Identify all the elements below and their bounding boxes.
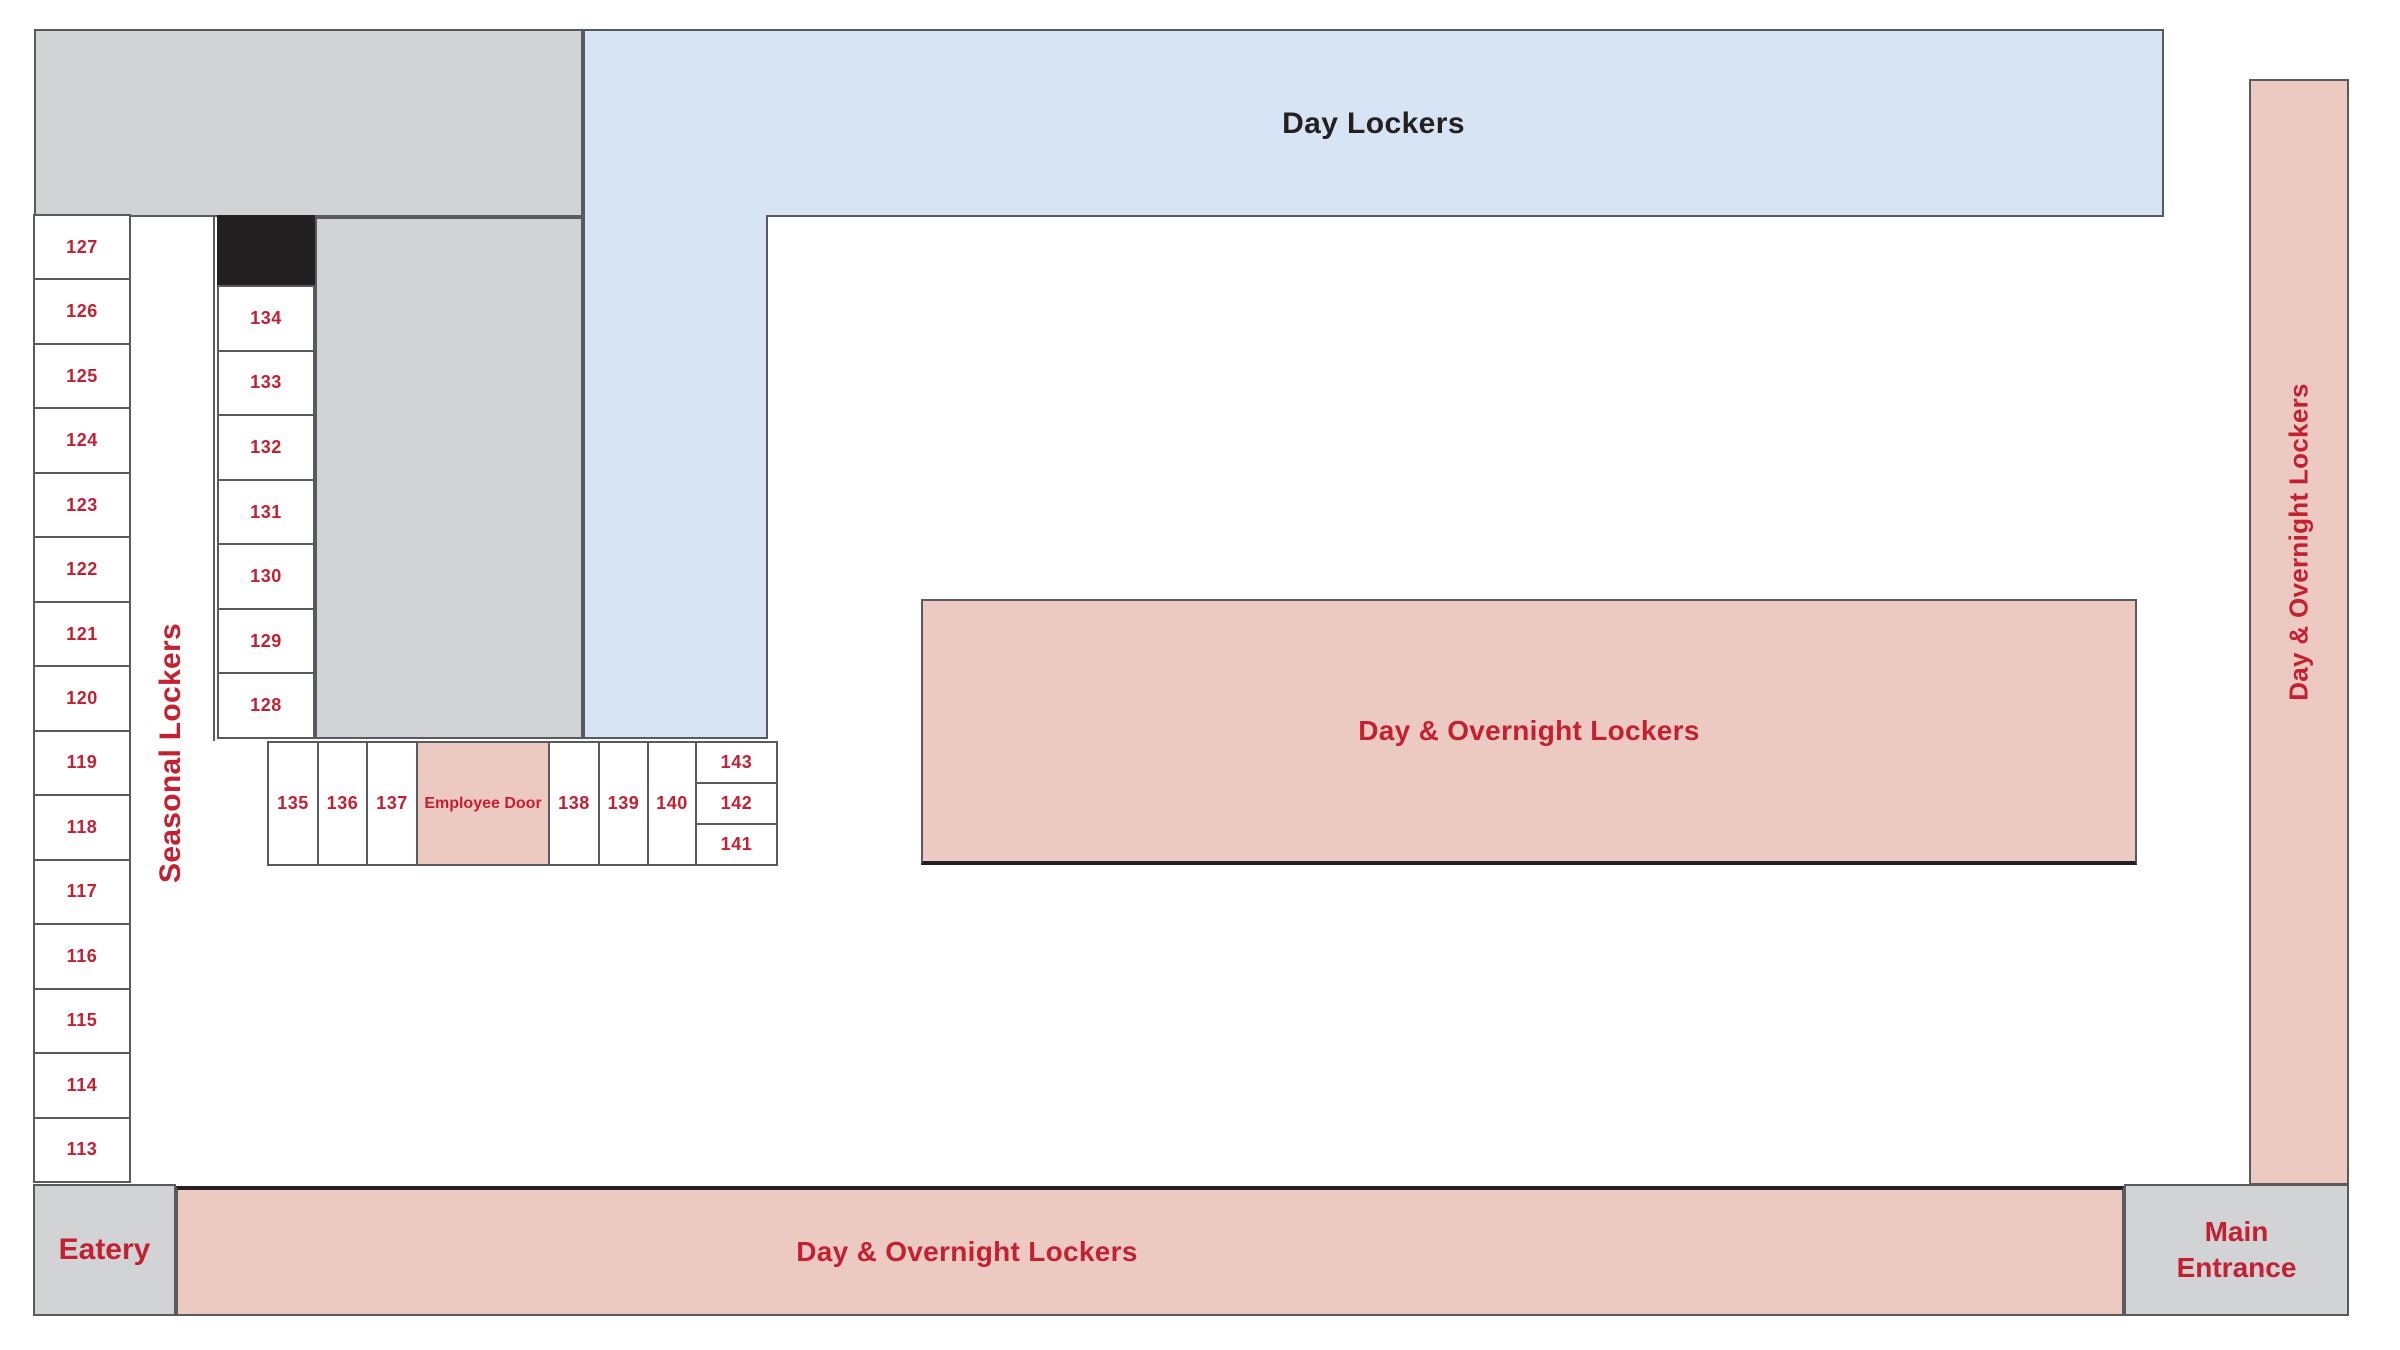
- room-125: 125: [33, 344, 131, 410]
- eatery-area: Eatery: [33, 1184, 176, 1316]
- room-141: 141: [697, 825, 778, 866]
- central-day-overnight-label: Day & Overnight Lockers: [1358, 715, 1700, 746]
- room-142: 142: [697, 784, 778, 825]
- employee-door: Employee Door: [418, 741, 550, 866]
- eatery-label: Eatery: [58, 1233, 151, 1266]
- right-day-overnight-area: Day & Overnight Lockers: [2249, 79, 2349, 1185]
- room-139: 139: [600, 741, 649, 866]
- room-134: 134: [217, 285, 315, 352]
- main-entrance-label: Main Entrance: [2176, 1215, 2297, 1283]
- room-113: 113: [33, 1118, 131, 1184]
- corridor-wall: [213, 215, 215, 741]
- room-123: 123: [33, 473, 131, 539]
- day-lockers-bottom-wall: [766, 215, 2164, 217]
- day-lockers-label: Day Lockers: [1282, 107, 1465, 140]
- room-119: 119: [33, 731, 131, 797]
- room-131: 131: [217, 480, 315, 546]
- room-127: 127: [33, 214, 131, 281]
- room-132: 132: [217, 416, 315, 481]
- room-124: 124: [33, 409, 131, 474]
- stacked-rooms-141-143: 143 142 141: [697, 741, 778, 866]
- gray-area-top-bar: [34, 29, 583, 217]
- room-116: 116: [33, 925, 131, 990]
- bottom-day-overnight-area: Day & Overnight Lockers: [176, 1186, 2124, 1316]
- room-133: 133: [217, 351, 315, 417]
- day-lockers-area: Day Lockers: [583, 29, 2164, 217]
- room-121: 121: [33, 602, 131, 668]
- gray-area-leg: [315, 217, 583, 739]
- middle-room-column: 134 133 132 131 130 129 128: [217, 215, 315, 740]
- right-day-overnight-label: Day & Overnight Lockers: [2283, 383, 2314, 701]
- bottom-room-row: 135 136 137 Employee Door 138 139 140 14…: [267, 741, 778, 866]
- employee-door-label: Employee Door: [424, 794, 542, 812]
- room-117: 117: [33, 860, 131, 926]
- room-120: 120: [33, 667, 131, 732]
- day-lockers-leg: [583, 217, 768, 739]
- room-126: 126: [33, 280, 131, 345]
- main-entrance-area: Main Entrance: [2124, 1184, 2349, 1316]
- room-115: 115: [33, 989, 131, 1055]
- room-128: 128: [217, 674, 315, 740]
- room-137: 137: [368, 741, 418, 866]
- room-135: 135: [267, 741, 319, 866]
- room-136: 136: [319, 741, 368, 866]
- room-140: 140: [649, 741, 697, 866]
- room-138: 138: [550, 741, 600, 866]
- left-room-column: 127 126 125 124 123 122 121 120 119 118 …: [33, 214, 131, 1184]
- room-122: 122: [33, 538, 131, 603]
- room-129: 129: [217, 609, 315, 675]
- central-day-overnight-area: Day & Overnight Lockers: [921, 599, 2137, 865]
- bottom-day-overnight-label: Day & Overnight Lockers: [796, 1236, 1138, 1267]
- seasonal-lockers-label: Seasonal Lockers: [154, 623, 187, 883]
- room-143: 143: [697, 741, 778, 784]
- room-118: 118: [33, 796, 131, 861]
- room-130: 130: [217, 545, 315, 610]
- room-114: 114: [33, 1054, 131, 1119]
- utility-black-box: [217, 215, 315, 285]
